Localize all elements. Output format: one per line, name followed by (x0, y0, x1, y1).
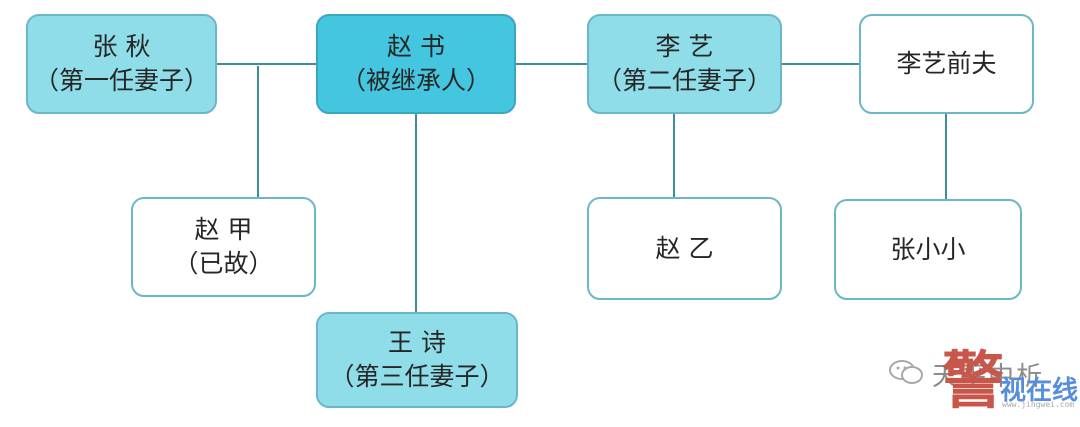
node-note: （第二任妻子） (596, 66, 772, 95)
node-zhang-qiu: 张 秋 （第一任妻子） (26, 14, 217, 114)
node-zhao-jia: 赵 甲 （已故） (131, 197, 316, 297)
node-note: （被继承人） (340, 66, 491, 95)
node-name: 李艺前夫 (896, 49, 997, 78)
watermark-brand: 视在线 (1000, 376, 1079, 406)
node-note: （第三任妻子） (329, 362, 505, 391)
watermark-seal: 警 (942, 344, 1005, 417)
node-zhao-yi: 赵 乙 (587, 197, 782, 300)
node-zhao-shu: 赵 书 （被继承人） (316, 14, 516, 114)
node-name: 张 秋 (92, 32, 151, 61)
node-name: 赵 乙 (655, 233, 714, 263)
node-note: （第一任妻子） (33, 66, 209, 95)
node-wang-shi: 王 诗 （第三任妻子） (316, 312, 518, 408)
wechat-icon (889, 360, 923, 384)
watermark-url: www.jingwei.com (1002, 400, 1075, 409)
node-name: 赵 甲 (194, 215, 253, 244)
watermark: 天平中析 警 视在线 www.jingwei.com (888, 340, 1078, 425)
node-note: （已故） (173, 249, 274, 278)
node-name: 张小小 (890, 234, 966, 264)
node-zhang-xiaoxiao: 张小小 (834, 199, 1022, 300)
node-name: 李 艺 (655, 32, 714, 61)
node-li-yi-ex-husband: 李艺前夫 (859, 14, 1034, 114)
node-li-yi: 李 艺 （第二任妻子） (587, 14, 782, 114)
node-name: 王 诗 (388, 328, 446, 357)
node-name: 赵 书 (387, 32, 445, 61)
watermark-text: 天平中析 (932, 362, 1045, 392)
